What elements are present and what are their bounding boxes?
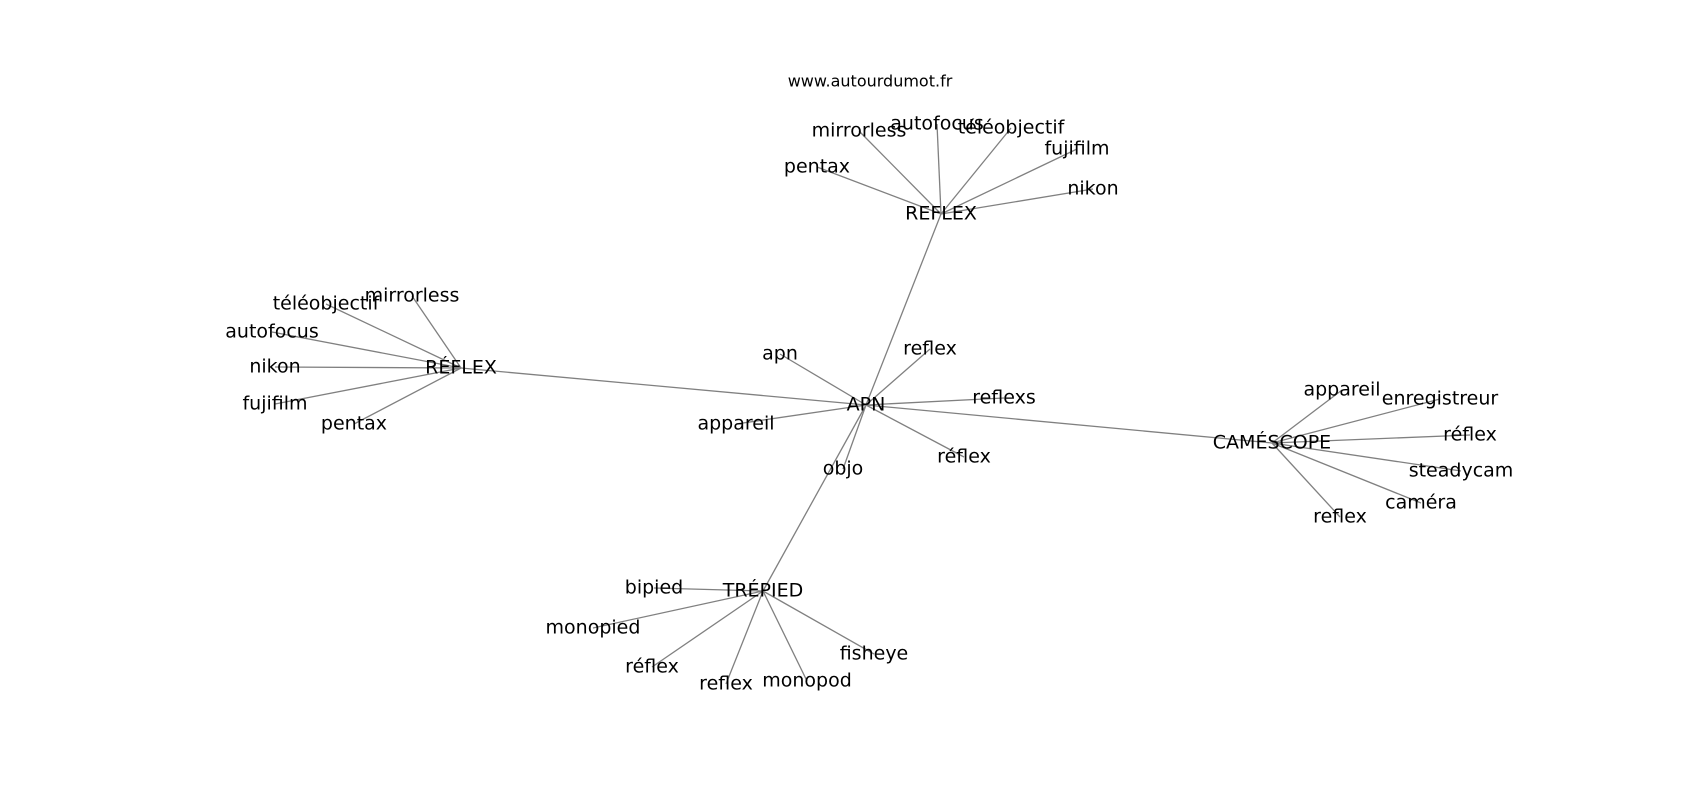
node-label-tp_monopied: monopied (546, 617, 641, 639)
edge-reflex_left-rl_teleobjectif (325, 303, 462, 369)
node-label-rl_teleobjectif: téléobjectif (273, 293, 381, 315)
edge-camescope-cs_steadycam (1271, 442, 1462, 472)
node-label-cs_reflex: réflex (1443, 424, 1497, 446)
node-label-rt_pentax: pentax (784, 156, 850, 178)
edge-reflex_left-rl_pentax (353, 367, 462, 425)
node-label-cs_enregistreur: enregistreur (1382, 388, 1499, 410)
node-label-rt_fujifilm: fujifilm (1044, 138, 1109, 160)
edge-camescope-cs_reflex (1271, 434, 1471, 444)
node-label-apn_reflex2: réflex (937, 446, 991, 468)
source-url-label: www.autourdumot.fr (788, 72, 953, 91)
edge-camescope-cs_reflex2 (1271, 442, 1341, 518)
edge-apn-apn_appareil (735, 404, 867, 425)
node-label-apn_appareil: appareil (697, 413, 774, 435)
edge-apn-apn_reflex2 (865, 404, 965, 458)
node-label-rl_autofocus: autofocus (225, 321, 318, 343)
edge-camescope-cs_appareil (1271, 389, 1343, 444)
edge-reflex_left-rl_nikon (274, 366, 462, 369)
edge-reflex_top-rt_nikon (940, 188, 1094, 215)
edge-camescope-cs_camera (1271, 442, 1422, 504)
edge-reflex_top-rt_fujifilm (940, 148, 1078, 215)
edge-reflex_top-rt_pentax (816, 166, 942, 215)
node-label-cs_camera: caméra (1385, 492, 1457, 514)
edge-apn-apn_objo (842, 404, 867, 470)
edge-trepied-tp_bipied (653, 587, 764, 592)
node-label-cs_reflex2: reflex (1313, 506, 1367, 528)
edge-apn-reflex_left (460, 367, 867, 406)
node-label-reflex_top: REFLEX (905, 203, 977, 225)
node-label-rl_mirrorless: mirrorless (365, 285, 460, 307)
edge-trepied-tp_reflex2 (725, 590, 764, 685)
node-label-rt_nikon: nikon (1067, 178, 1118, 200)
edge-apn-camescope (865, 404, 1273, 444)
node-label-rt_mirrorless: mirrorless (812, 120, 907, 142)
node-label-apn_apn: apn (762, 343, 798, 365)
edge-reflex_left-rl_mirrorless (411, 295, 462, 369)
node-label-camescope: CAMÉSCOPE (1213, 431, 1331, 454)
node-label-tp_reflex: réflex (625, 656, 679, 678)
node-label-tp_fisheye: fisheye (840, 643, 909, 665)
graph-node-labels: APN REFLEX RÉFLEX CAMÉSCOPE TRÉPIED apn reflex… (225, 113, 1513, 695)
node-label-tp_bipied: bipied (625, 577, 683, 599)
node-label-apn_reflex: reflex (903, 338, 957, 360)
edge-trepied-tp_fisheye (762, 590, 875, 655)
graph-edges (271, 123, 1471, 685)
edge-reflex_top-rt_mirrorless (858, 130, 942, 215)
node-label-reflex_left: RÉFLEX (425, 356, 497, 379)
node-label-cs_appareil: appareil (1303, 379, 1380, 401)
edge-trepied-tp_monopod (762, 590, 808, 682)
node-label-rt_autofocus: autofocus (890, 113, 983, 135)
edge-reflex_left-rl_fujifilm (274, 367, 462, 405)
node-label-apn_objo: objo (823, 458, 864, 480)
node-label-trepied: TRÉPIED (722, 579, 804, 602)
edge-apn-reflex_top (865, 213, 942, 406)
node-label-apn_reflexs: reflexs (972, 387, 1036, 409)
edge-camescope-cs_enregistreur (1271, 398, 1441, 444)
node-label-rl_nikon: nikon (249, 356, 300, 378)
node-label-tp_monopod: monopod (762, 670, 852, 692)
node-label-rl_pentax: pentax (321, 413, 387, 435)
node-label-tp_reflex2: reflex (699, 673, 753, 695)
edge-trepied-tp_reflex (651, 590, 764, 668)
edge-apn-apn_apn (779, 353, 867, 406)
node-label-rl_fujifilm: fujifilm (242, 393, 307, 415)
node-label-apn: APN (847, 394, 886, 416)
edge-reflex_left-rl_autofocus (271, 331, 462, 369)
node-label-rt_teleobjectif: téléobjectif (958, 117, 1066, 139)
edge-apn-apn_reflexs (865, 397, 1005, 406)
edge-reflex_top-rt_teleobjectif (940, 127, 1012, 215)
node-label-cs_steadycam: steadycam (1409, 460, 1514, 482)
edge-apn-apn_reflex (865, 348, 931, 406)
edge-reflex_top-rt_autofocus (936, 123, 942, 215)
edge-apn-trepied (762, 404, 867, 592)
edge-trepied-tp_monopied (592, 590, 764, 629)
